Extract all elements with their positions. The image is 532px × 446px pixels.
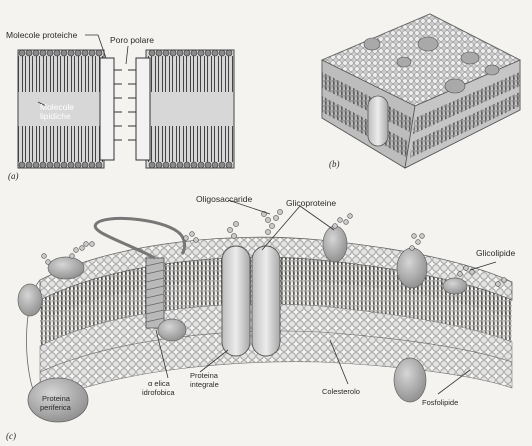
label-glycolipid: Glicolipide — [476, 249, 515, 258]
label-glycoproteins: Glicoproteine — [286, 199, 336, 208]
label-lipid-molecules-line2: lipidiche — [40, 112, 71, 121]
label-alpha-helix-line2: idrofobica — [142, 389, 175, 397]
panel-b-caption: (b) — [329, 160, 340, 169]
panel-b-membrane-block — [322, 14, 520, 168]
label-polar-pore: Poro polare — [110, 36, 154, 45]
label-peripheral-protein-line1: Proteina — [42, 395, 70, 403]
panel-a-right-block — [128, 50, 234, 168]
label-alpha-helix-line1: α elica — [148, 380, 170, 388]
label-protein-molecules: Molecole proteiche — [6, 31, 77, 40]
panel-c-caption: (c) — [6, 432, 16, 441]
label-phospholipid: Fosfolipide — [422, 399, 458, 407]
panel-c-membrane — [18, 209, 512, 422]
panel-a-caption: (a) — [8, 172, 19, 181]
label-integral-protein-line1: Proteina — [190, 372, 218, 380]
label-oligosaccharide: Oligosaccaride — [196, 195, 252, 204]
label-integral-protein-line2: integrale — [190, 381, 219, 389]
label-cholesterol: Colesterolo — [322, 388, 360, 396]
label-peripheral-protein-line2: periferica — [40, 404, 71, 412]
